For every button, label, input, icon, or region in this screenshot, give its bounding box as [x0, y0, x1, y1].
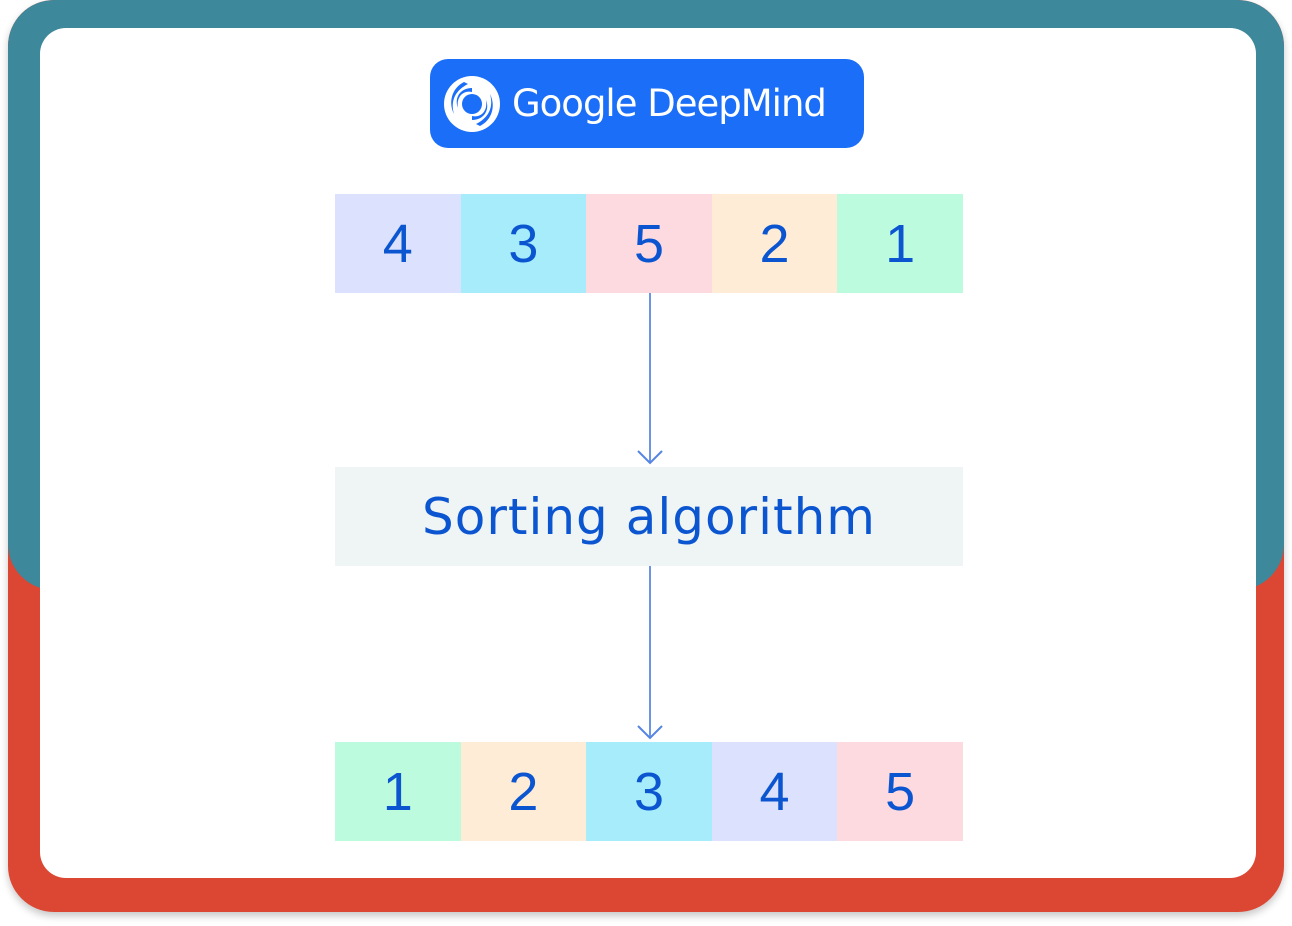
array-cell: 4: [335, 194, 461, 293]
array-cell: 4: [711, 742, 838, 841]
array-cell: 3: [460, 194, 587, 293]
logo-text: Google DeepMind: [512, 82, 827, 125]
array-cell: 1: [335, 742, 461, 841]
array-cell: 2: [460, 742, 587, 841]
array-cell: 5: [586, 194, 712, 293]
array-cell: 2: [711, 194, 838, 293]
down-arrow-icon: [637, 566, 663, 740]
google-deepmind-logo: Google DeepMind: [430, 59, 864, 148]
sorting-algorithm-box: Sorting algorithm: [335, 467, 963, 566]
deepmind-swirl-icon: [444, 76, 500, 132]
input-array: 4 3 5 2 1: [335, 194, 963, 293]
down-arrow-icon: [637, 293, 663, 465]
array-cell: 1: [837, 194, 963, 293]
array-cell: 5: [837, 742, 963, 841]
array-cell: 3: [586, 742, 712, 841]
algorithm-label: Sorting algorithm: [421, 487, 876, 546]
output-array: 1 2 3 4 5: [335, 742, 963, 841]
